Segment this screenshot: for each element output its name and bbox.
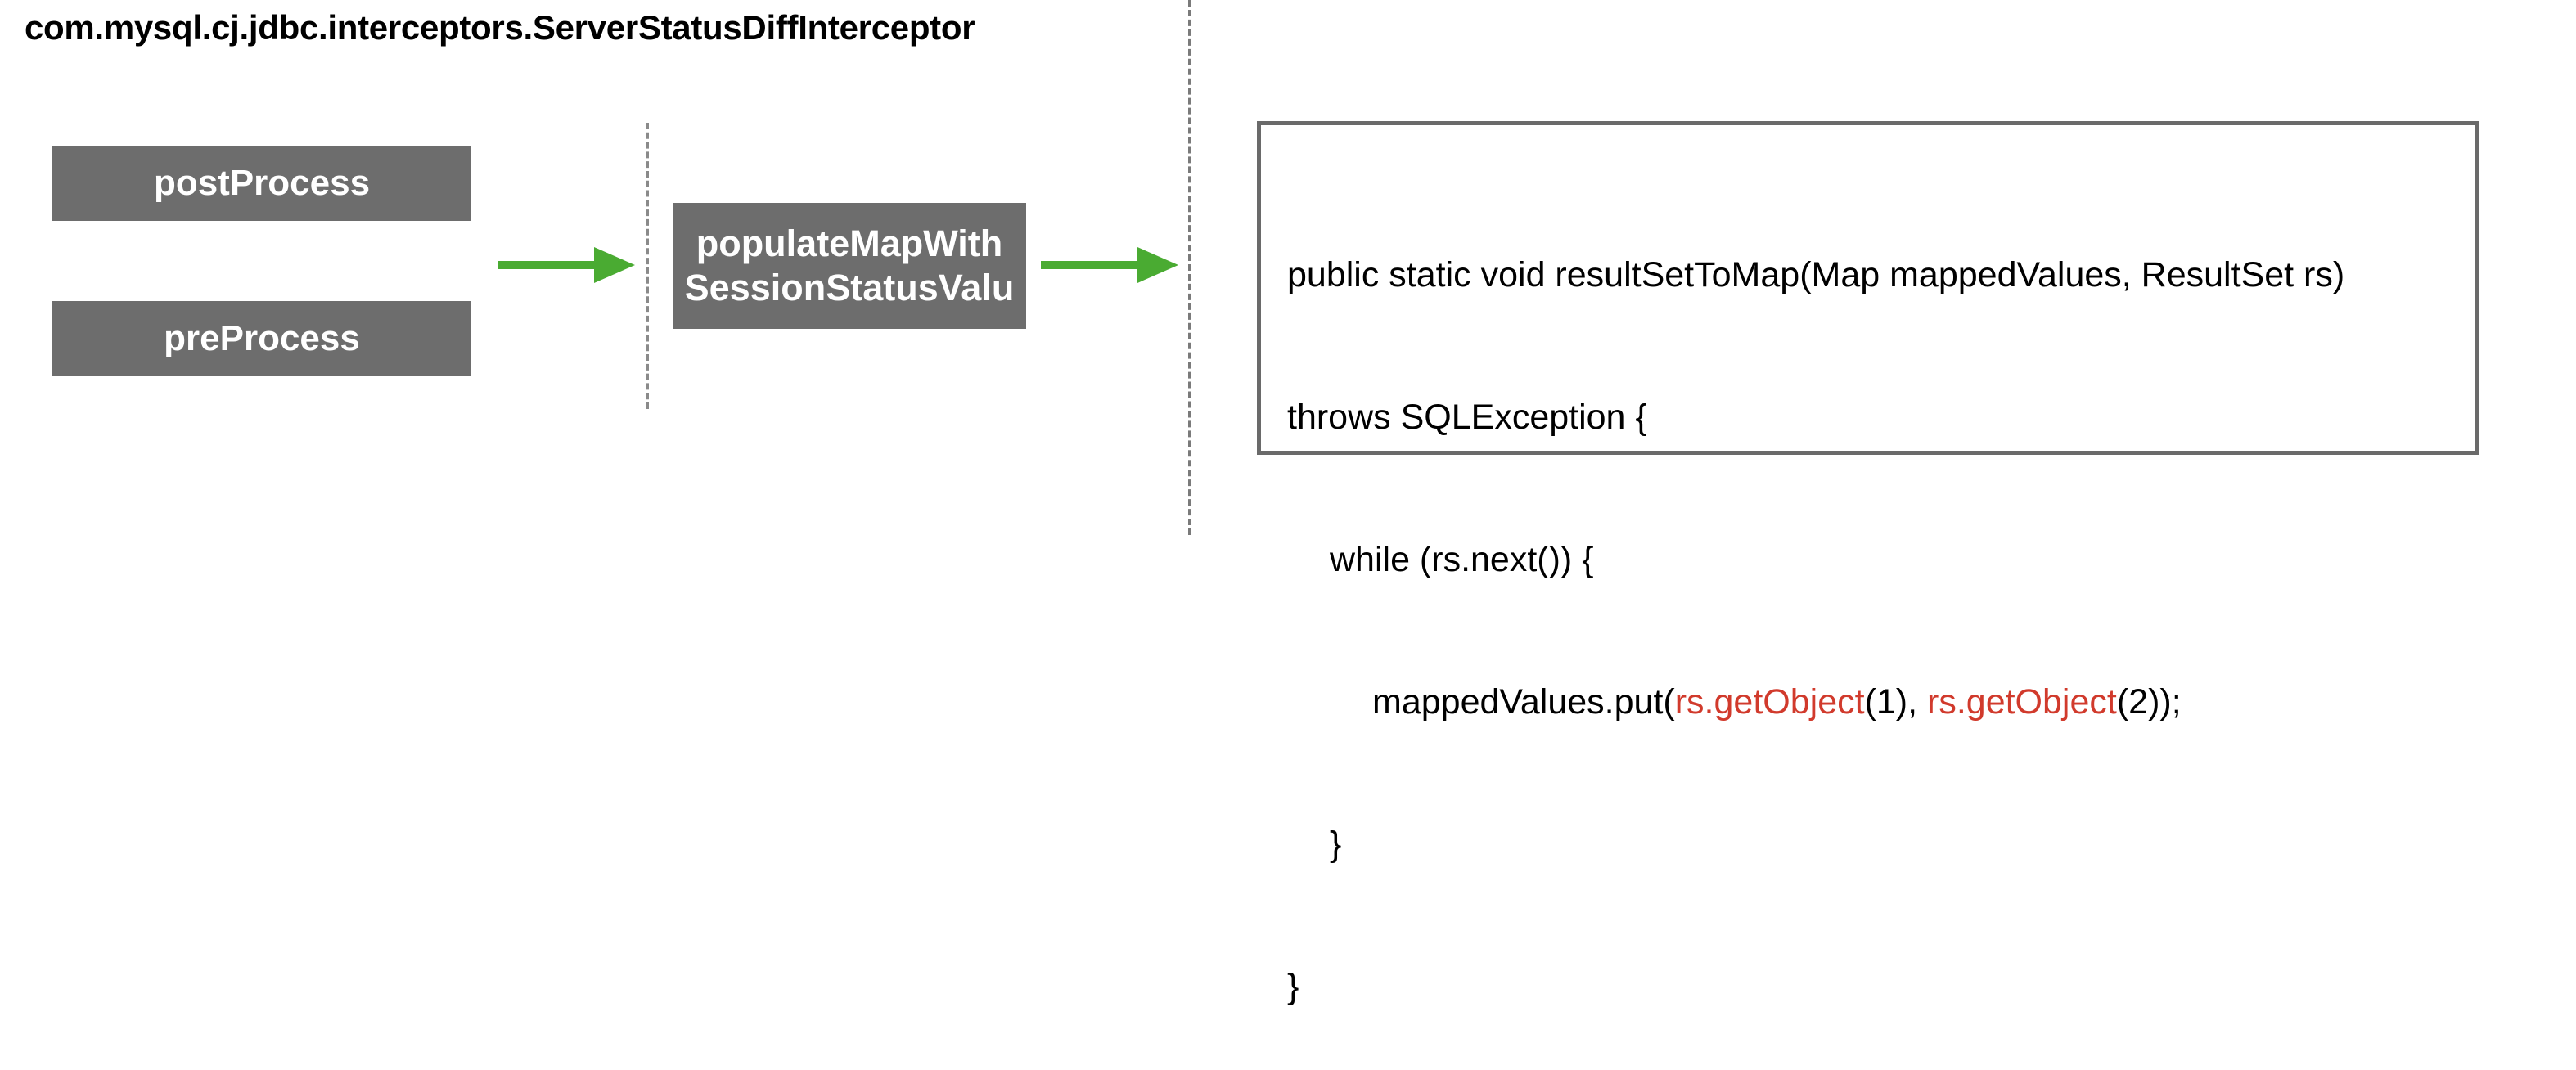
code-text: (2)); [2116, 682, 2182, 722]
code-snippet: public static void resultSetToMap(Map ma… [1287, 156, 2344, 1070]
diagram-title: com.mysql.cj.jdbc.interceptors.ServerSta… [25, 8, 975, 47]
pre-process-box: preProcess [52, 301, 471, 376]
right-arrow-icon [498, 247, 635, 283]
post-process-label: postProcess [153, 162, 371, 203]
code-text: mappedValues.put( [1372, 682, 1675, 722]
code-line-highlighted: mappedValues.put(rs.getObject(1), rs.get… [1287, 678, 2344, 726]
code-line: public static void resultSetToMap(Map ma… [1287, 255, 2345, 294]
post-process-box: postProcess [52, 146, 471, 221]
code-line: } [1287, 967, 1299, 1006]
section-divider-dashed-line [1188, 0, 1191, 535]
code-line: while (rs.next()) { [1330, 540, 1594, 579]
highlighted-method-call: rs.getObject [1927, 682, 2117, 722]
code-text: (1), [1864, 682, 1928, 722]
pre-process-label: preProcess [164, 317, 360, 358]
code-line: } [1330, 825, 1342, 864]
populate-map-label-line2: SessionStatusValu [684, 267, 1015, 308]
right-arrow-icon [1041, 247, 1178, 283]
populate-map-label-line1: populateMapWith [696, 223, 1003, 264]
code-line: throws SQLException { [1287, 398, 1647, 437]
grouping-dashed-line [646, 123, 649, 409]
populate-map-box: populateMapWith SessionStatusValu [673, 203, 1026, 329]
highlighted-method-call: rs.getObject [1674, 682, 1865, 722]
code-snippet-box: public static void resultSetToMap(Map ma… [1257, 121, 2479, 1006]
